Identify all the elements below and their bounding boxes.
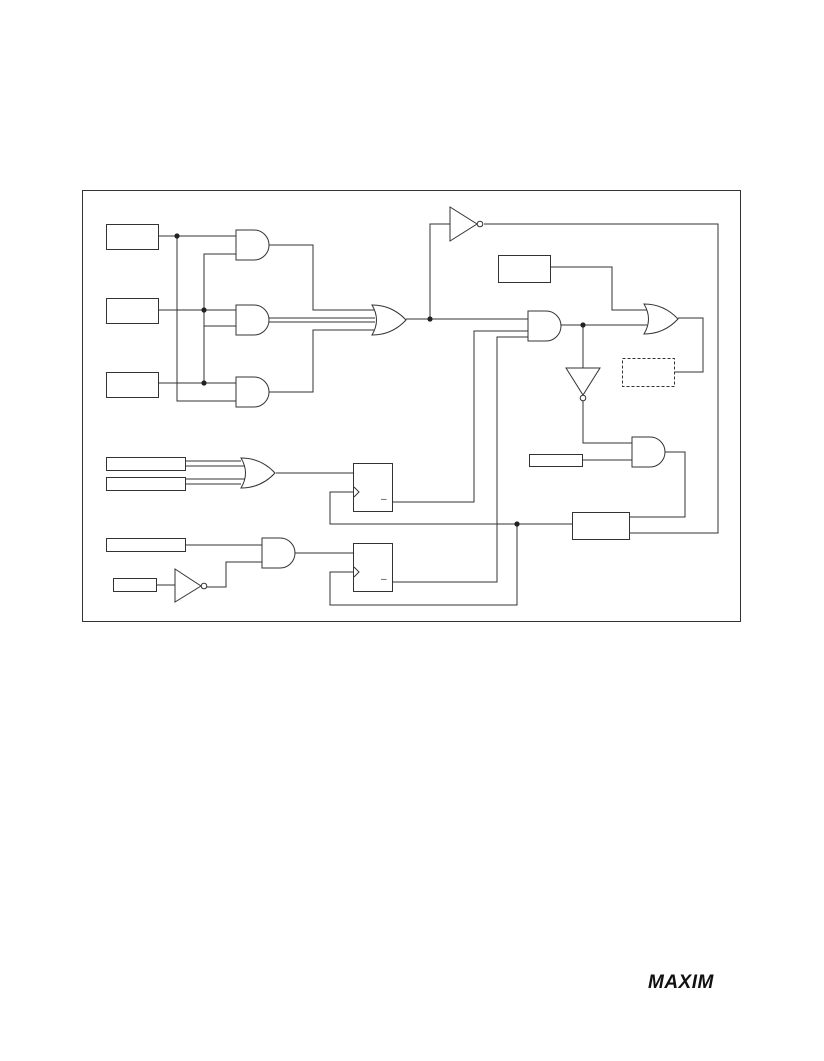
and-gate-5 xyxy=(631,436,666,468)
input-block-1 xyxy=(106,224,159,250)
inverter-top xyxy=(449,206,484,242)
or-gate-1 xyxy=(371,304,407,336)
ff2-output-mark: – xyxy=(381,574,387,585)
and-gate-6 xyxy=(261,537,296,569)
inverter-down xyxy=(565,367,601,402)
junction-dot xyxy=(201,380,207,386)
flip-flop-2: – xyxy=(353,543,393,592)
optional-block-dashed xyxy=(622,358,675,387)
input-bar-2 xyxy=(106,477,186,491)
status-block-top-right xyxy=(498,255,551,283)
inverter-bottom xyxy=(174,568,208,603)
wires xyxy=(156,223,719,606)
ff1-output-mark: – xyxy=(381,494,387,505)
input-block-2 xyxy=(106,298,159,324)
and-gate-3 xyxy=(235,376,270,408)
or-gate-2 xyxy=(643,303,679,335)
timer-block xyxy=(572,512,630,540)
input-bar-1 xyxy=(106,457,186,471)
input-block-3 xyxy=(106,372,159,398)
and-gate-4 xyxy=(527,310,562,342)
junction-dot xyxy=(174,233,180,239)
or-gate-3 xyxy=(240,457,276,489)
and-gate-1 xyxy=(235,229,270,261)
diagram-frame xyxy=(82,190,741,622)
junction-dot xyxy=(427,316,433,322)
and-gate-2 xyxy=(235,304,270,336)
maxim-logo: MAXIM xyxy=(648,972,715,991)
junctions xyxy=(174,233,586,527)
input-bar-right xyxy=(529,454,583,467)
junction-dot xyxy=(201,307,207,313)
input-bar-3 xyxy=(106,538,186,552)
flip-flop-1: – xyxy=(353,463,393,512)
input-bar-short xyxy=(113,578,157,592)
junction-dot xyxy=(580,322,586,328)
junction-dot xyxy=(514,521,520,527)
logo-wordmark: MAXIM xyxy=(648,972,715,991)
